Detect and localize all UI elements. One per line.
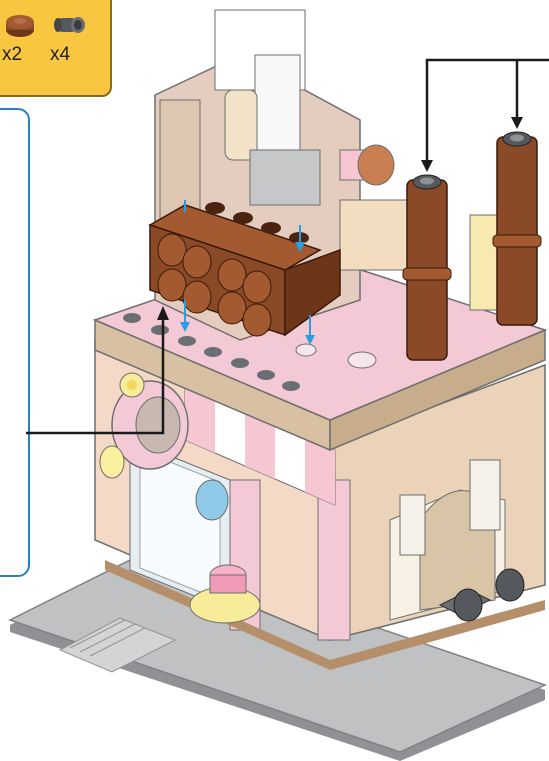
brown-column-right	[493, 132, 541, 325]
round-plate-target	[348, 352, 376, 368]
round-plate-target	[296, 344, 316, 356]
yellow-flower	[120, 373, 144, 397]
yellow-light	[100, 446, 124, 478]
blue-balloon	[196, 480, 228, 520]
brown-column-left	[403, 175, 451, 360]
